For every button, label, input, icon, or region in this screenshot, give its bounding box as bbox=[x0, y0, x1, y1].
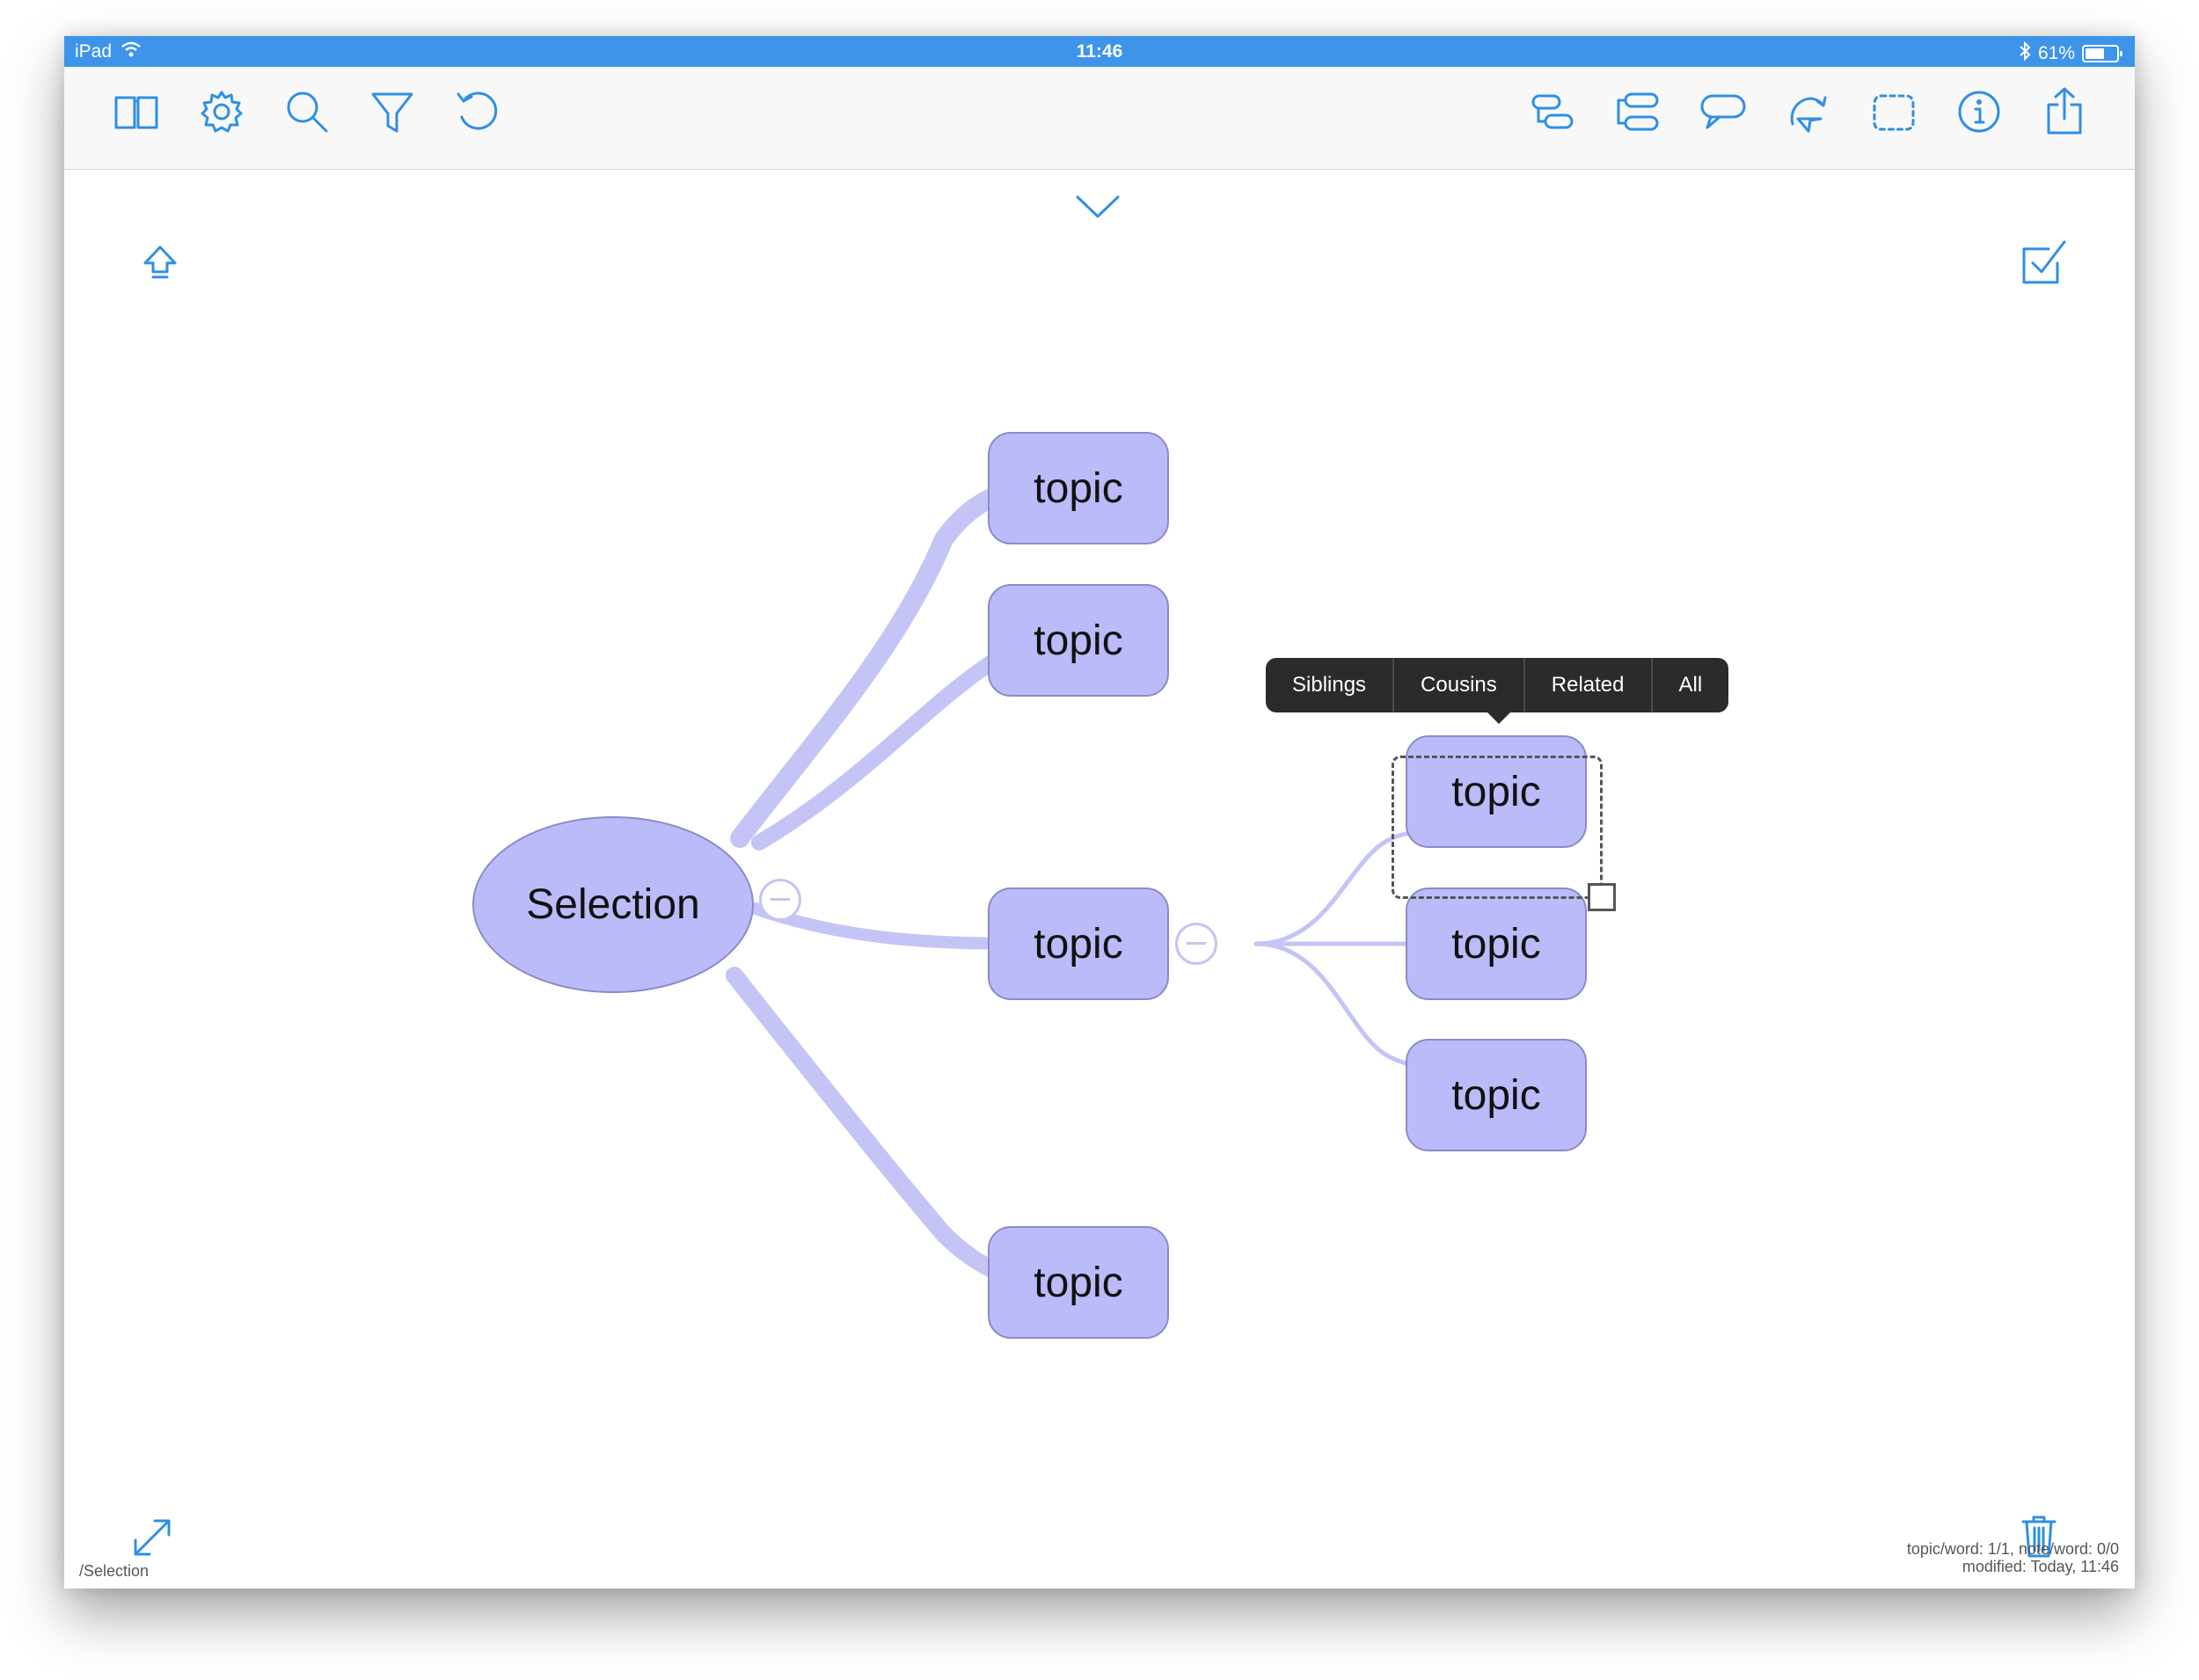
battery-fill bbox=[2086, 48, 2104, 59]
gear-icon bbox=[201, 91, 243, 133]
topic-node-selected[interactable]: topic bbox=[1406, 735, 1587, 848]
add-child-icon bbox=[1617, 92, 1659, 131]
ipad-screen: iPad 11:46 61% bbox=[64, 36, 2135, 1589]
topic-node[interactable]: topic bbox=[988, 432, 1169, 544]
menu-arrow bbox=[1487, 712, 1510, 724]
wifi-icon bbox=[121, 41, 142, 62]
status-right: 61% bbox=[2019, 40, 2122, 66]
arrow-up-icon bbox=[143, 245, 177, 279]
task-checkbox-button[interactable] bbox=[2019, 238, 2070, 292]
fit-to-screen-button[interactable] bbox=[130, 1516, 174, 1564]
relationship-icon bbox=[1790, 96, 1827, 133]
menu-item-all[interactable]: All bbox=[1650, 658, 1729, 712]
checkbox-icon bbox=[2022, 240, 2066, 284]
document-stats: topic/word: 1/1, note/word: 0/0 modified… bbox=[1907, 1540, 2119, 1575]
connector-layer bbox=[726, 478, 1474, 1291]
topic-node[interactable]: topic bbox=[988, 1226, 1169, 1339]
filter-button[interactable] bbox=[362, 81, 423, 142]
search-icon bbox=[287, 91, 328, 133]
battery-icon bbox=[2082, 45, 2122, 62]
delete-button[interactable] bbox=[2020, 1514, 2058, 1564]
status-left: iPad bbox=[75, 41, 142, 62]
menu-item-siblings[interactable]: Siblings bbox=[1292, 673, 1367, 697]
topic-node[interactable]: topic bbox=[1406, 887, 1587, 1000]
device-name: iPad bbox=[75, 41, 113, 62]
share-icon bbox=[2047, 87, 2082, 135]
add-sibling-icon bbox=[1531, 94, 1574, 129]
boundary-icon bbox=[1873, 94, 1915, 131]
toolbar bbox=[64, 67, 2135, 170]
callout-icon bbox=[1700, 94, 1746, 129]
modified-date: modified: Today, 11:46 bbox=[1962, 1558, 2119, 1575]
resize-handle[interactable] bbox=[1588, 883, 1616, 911]
add-child-button[interactable] bbox=[1607, 81, 1669, 142]
filter-icon bbox=[371, 92, 413, 133]
info-button[interactable] bbox=[1948, 81, 2010, 142]
bluetooth-icon bbox=[2019, 40, 2031, 66]
go-to-parent-button[interactable] bbox=[140, 242, 180, 287]
trash-icon bbox=[2021, 1516, 2057, 1558]
mind-map-canvas[interactable]: Selection topic topic topic topic topic … bbox=[64, 170, 2135, 1589]
book-button[interactable] bbox=[106, 81, 167, 142]
selection-outline bbox=[1392, 756, 1603, 899]
topic-node[interactable]: topic bbox=[988, 584, 1169, 697]
selection-context-menu: Siblings Cousins Related All bbox=[1266, 658, 1729, 724]
undo-button[interactable] bbox=[447, 81, 508, 142]
battery-percent: 61% bbox=[2037, 43, 2075, 63]
menu-item-related[interactable]: Related bbox=[1523, 658, 1651, 712]
chevron-down-icon bbox=[1076, 195, 1120, 218]
topic-node[interactable]: topic bbox=[1406, 1039, 1587, 1151]
book-icon bbox=[114, 96, 158, 129]
info-icon bbox=[1958, 91, 2000, 133]
search-button[interactable] bbox=[276, 81, 338, 142]
expand-icon bbox=[134, 1519, 171, 1556]
add-sibling-button[interactable] bbox=[1522, 81, 1583, 142]
central-topic[interactable]: Selection bbox=[472, 816, 754, 993]
callout-button[interactable] bbox=[1692, 81, 1754, 142]
boundary-button[interactable] bbox=[1863, 81, 1925, 142]
collapse-toolbar-button[interactable] bbox=[1074, 192, 1121, 224]
document-path: /Selection bbox=[79, 1562, 150, 1580]
share-button[interactable] bbox=[2034, 81, 2095, 142]
menu-item-cousins[interactable]: Cousins bbox=[1392, 658, 1523, 712]
status-bar: iPad 11:46 61% bbox=[64, 36, 2135, 67]
topic-node[interactable]: topic bbox=[988, 887, 1169, 1000]
relationship-button[interactable] bbox=[1778, 81, 1839, 142]
undo-icon bbox=[457, 91, 498, 130]
settings-button[interactable] bbox=[191, 81, 252, 142]
collapse-central-button[interactable] bbox=[759, 879, 801, 921]
status-time: 11:46 bbox=[1076, 41, 1123, 62]
collapse-branch-button[interactable] bbox=[1175, 923, 1217, 965]
word-stats: topic/word: 1/1, note/word: 0/0 bbox=[1906, 1540, 2119, 1558]
